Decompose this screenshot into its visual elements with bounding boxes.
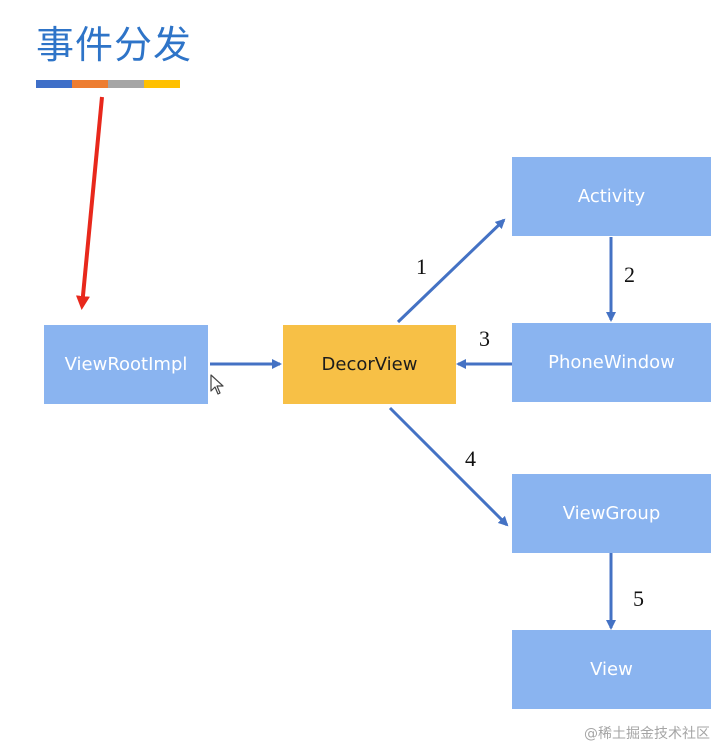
- color-bar-segment-orange: [72, 80, 108, 88]
- edge-label-2: 2: [624, 262, 635, 287]
- node-activity: Activity: [512, 157, 711, 236]
- page-title: 事件分发: [36, 23, 193, 67]
- watermark: @稀土掘金技术社区: [584, 726, 710, 742]
- edge-label-4: 4: [465, 446, 476, 471]
- node-viewgroup: ViewGroup: [512, 474, 711, 553]
- arrow-1-decorview-to-activity: [396, 218, 506, 324]
- title-color-bar: [36, 80, 180, 88]
- edge-label-3: 3: [479, 326, 490, 351]
- node-phonewindow: PhoneWindow: [512, 323, 711, 402]
- mouse-cursor-icon: [210, 374, 224, 395]
- node-view: View: [512, 630, 711, 709]
- edge-label-5: 5: [633, 586, 644, 611]
- color-bar-segment-blue: [36, 80, 72, 88]
- node-viewrootimpl: ViewRootImpl: [44, 325, 208, 404]
- annotation-arrow: [75, 96, 104, 310]
- arrow-4-decorview-to-viewgroup: [388, 406, 509, 527]
- color-bar-segment-yellow: [144, 80, 180, 88]
- node-decorview: DecorView: [283, 325, 456, 404]
- color-bar-segment-gray: [108, 80, 144, 88]
- edge-label-1: 1: [416, 254, 427, 279]
